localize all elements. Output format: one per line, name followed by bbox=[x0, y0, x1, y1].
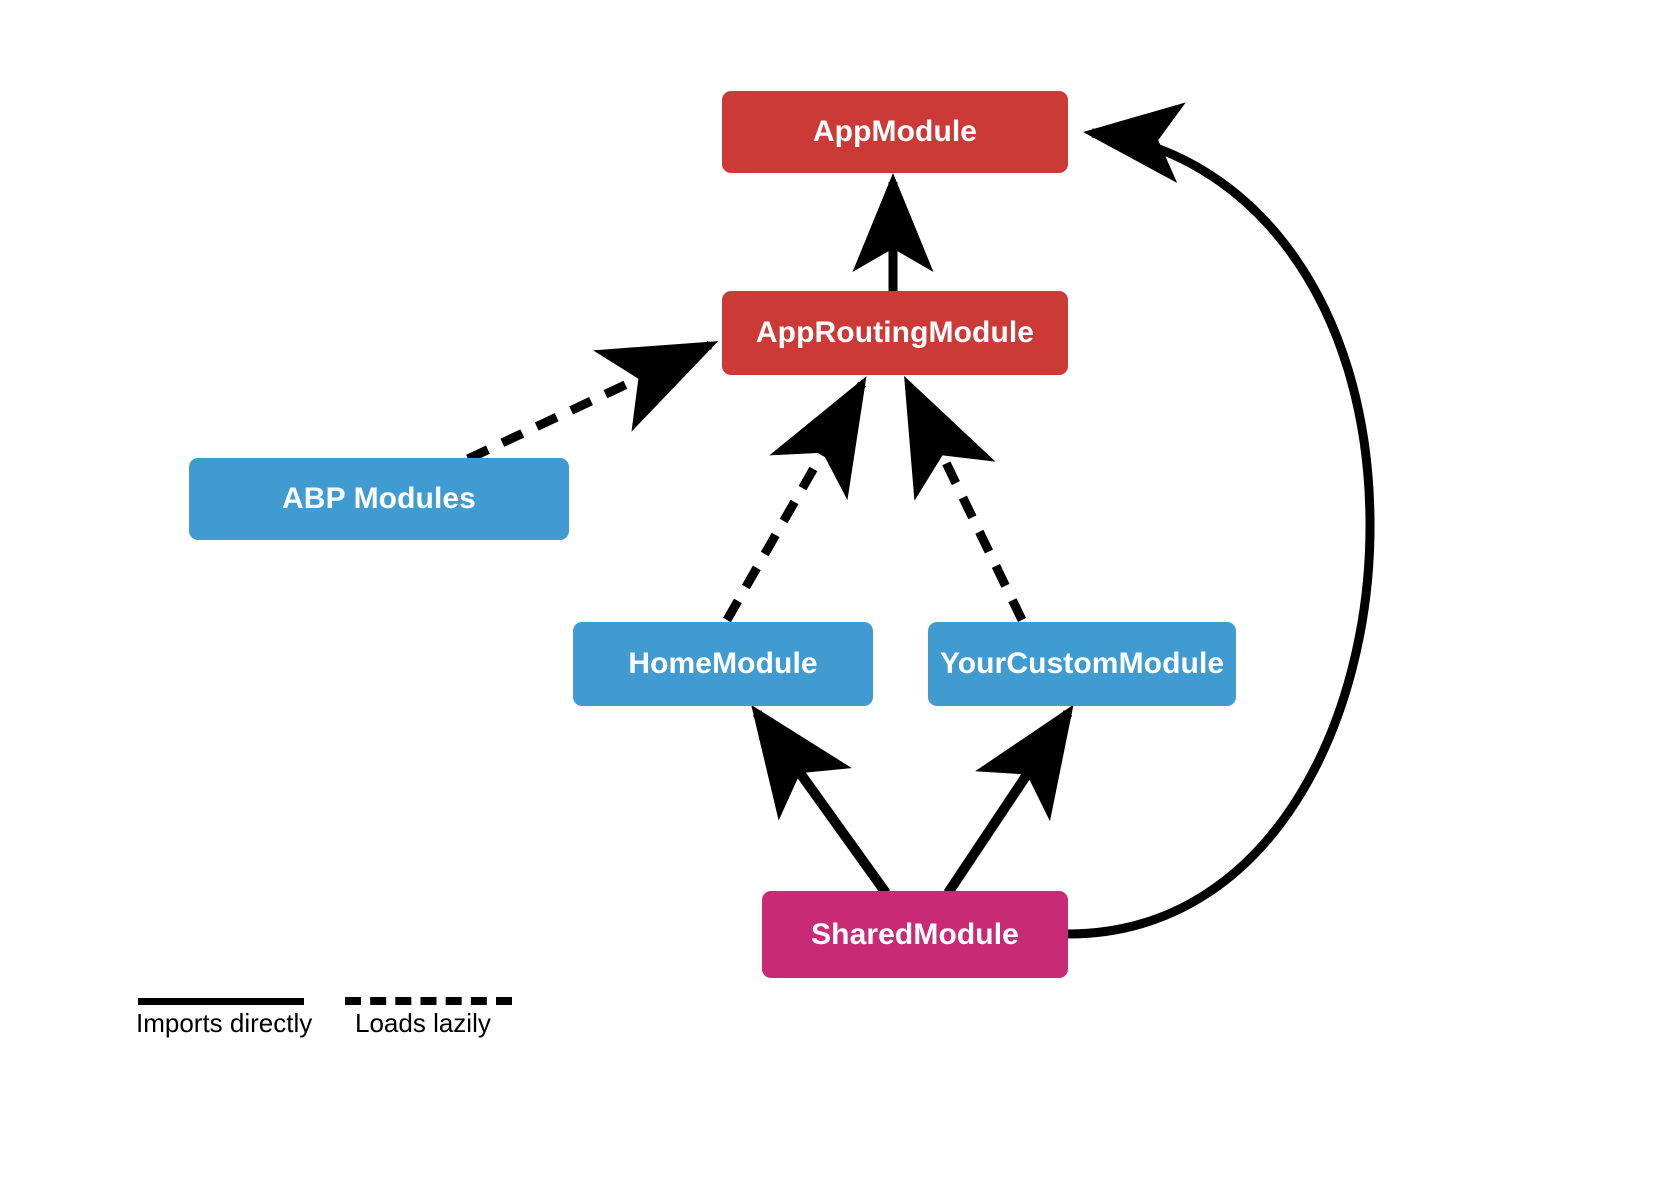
node-home-module[interactable]: HomeModule bbox=[573, 622, 873, 706]
edge-abp-to-approuting bbox=[466, 340, 719, 464]
node-app-module[interactable]: AppModule bbox=[722, 91, 1068, 173]
node-label: AppModule bbox=[812, 115, 978, 148]
node-abp-modules[interactable]: ABP Modules bbox=[189, 458, 569, 540]
legend-imports-directly-swatch bbox=[138, 998, 304, 1005]
edge-shared-to-app bbox=[1067, 102, 1375, 939]
legend-loads-lazily-label: Loads lazily bbox=[355, 1008, 491, 1038]
node-your-custom-module[interactable]: YourCustomModule bbox=[928, 622, 1236, 706]
node-label: ABP Modules bbox=[282, 482, 476, 515]
node-app-routing-module[interactable]: AppRoutingModule bbox=[722, 291, 1068, 375]
edge-custom-to-approuting bbox=[903, 375, 1027, 622]
edge-home-to-approuting bbox=[723, 376, 867, 623]
node-label: AppRoutingModule bbox=[755, 316, 1035, 349]
node-label: SharedModule bbox=[811, 917, 1019, 951]
node-label: HomeModule bbox=[628, 647, 818, 680]
legend-imports-directly-label: Imports directly bbox=[136, 1008, 313, 1038]
edge-shared-to-custom bbox=[943, 704, 1074, 896]
node-label: YourCustomModule bbox=[939, 647, 1225, 680]
legend-loads-lazily-swatch bbox=[345, 997, 512, 1005]
edge-shared-to-home bbox=[751, 704, 891, 896]
node-shared-module[interactable]: SharedModule bbox=[762, 891, 1068, 978]
